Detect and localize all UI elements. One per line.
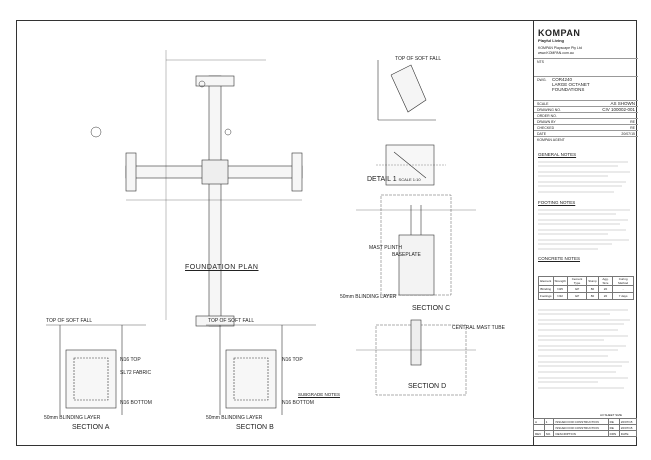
label-sl72-fabric: SL72 FABRIC [120,370,152,376]
label-blinding-c: 50mm BLINDING LAYER [340,294,397,300]
concrete-notes-title: CONCRETE NOTES [538,256,581,261]
section-a-title: SECTION A [72,424,110,431]
label-central-mast: CENTRAL MAST TUBE [452,325,505,331]
label-n16-bottom-a: N16 BOTTOM [120,400,152,406]
general-notes-body [538,160,634,196]
footing-notes-body [538,208,634,252]
detail-1-title: DETAIL 1 SCALE 1:10 [367,176,421,183]
nts-row: NTS [534,58,638,65]
label-top-soft-fall-a: TOP OF SOFT FALL [46,318,93,324]
dwg-row: DWG. COR4240 LARGE OCTANET FOUNDATIONS [534,76,638,103]
dwg-lines: COR4240 LARGE OCTANET FOUNDATIONS [552,77,590,92]
label-n16-bottom-b: N16 BOTTOM [282,400,314,406]
footing-notes-title: FOOTING NOTES [538,200,576,205]
sheet-size: A3 SHEET SIZE [600,413,622,417]
section-c-title: SECTION C [412,305,451,312]
foundation-plan-title: FOUNDATION PLAN [185,264,259,271]
label-n16-top-b: N16 TOP [282,357,303,363]
label-mast-plinth: MAST PLINTH [369,245,402,251]
label-blinding-a: 50mm BLINDING LAYER [44,415,101,421]
drawing-no-row: DRAWING NO.CIV 100002-001 [534,106,638,113]
label-blinding-b: 50mm BLINDING LAYER [206,415,263,421]
label-top-soft-fall-b: TOP OF SOFT FALL [208,318,255,324]
concrete-notes-body [538,308,634,398]
subgrade-notes-title: SUBGRADE NOTES [298,392,341,397]
company-info: KOMPAN Playscape Pty Ltd www.KOMPAN.com.… [538,46,582,55]
order-row: ORDER NO. [534,112,638,119]
agent-row: KOMPAN AGENT [534,136,638,143]
label-n16-top-a: N16 TOP [120,357,141,363]
drawing-linework [46,50,476,415]
section-d-title: SECTION D [408,383,447,390]
general-notes-title: GENERAL NOTES [538,152,577,157]
drawing-frame [16,20,637,446]
label-top-soft-fall: TOP OF SOFT FALL [395,56,442,62]
label-baseplate: BASEPLATE [392,252,421,258]
section-b-title: SECTION B [236,424,274,431]
